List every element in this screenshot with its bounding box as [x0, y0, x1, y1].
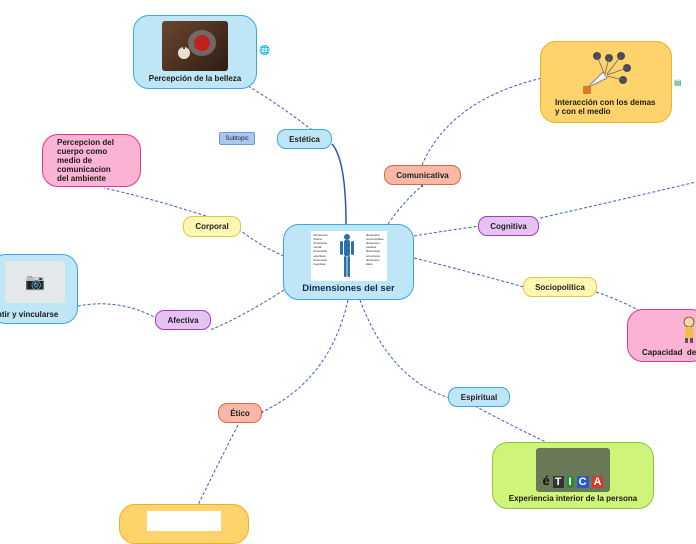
subtopic-node[interactable]: Subtopic	[219, 132, 255, 145]
apple-icon	[178, 30, 216, 59]
etica-letter-5: A	[591, 476, 604, 488]
apple-mirror-image	[162, 21, 228, 71]
camera-icon: 📷	[25, 274, 45, 291]
topic-cognitiva-label: Cognitiva	[490, 221, 527, 231]
sub-interaccion-label: Interacción con los demas y con el medio	[555, 98, 656, 116]
sub-percepcion-cuerpo[interactable]: Percepcion del cuerpo como medio de comu…	[42, 134, 141, 187]
topic-corporal-label: Corporal	[195, 222, 229, 231]
sub-capacidad-label: Capacidad de	[642, 348, 696, 357]
sub-sentir-label: ntir y vincularse	[0, 310, 59, 319]
globe-icon[interactable]: 🌐	[259, 45, 271, 55]
sub-percepcion-cuerpo-label: Percepcion del cuerpo como medio de comu…	[57, 138, 114, 183]
sub-experiencia-label: Experiencia interior de la persona	[508, 494, 638, 503]
image-placeholder: 📷	[5, 261, 65, 303]
sub-sentir-vincularse[interactable]: 📷 ntir y vincularse	[0, 254, 78, 324]
central-label: Dimensiones del ser	[302, 282, 395, 294]
topic-estetica[interactable]: Estética	[277, 129, 332, 149]
etica-image: é T I C A	[536, 448, 610, 492]
topic-espiritual-label: Espiritual	[460, 392, 498, 402]
subtopic-label: Subtopic	[225, 135, 249, 142]
megaphone-network-icon	[583, 52, 631, 94]
topic-comunicativa[interactable]: Comunicativa	[384, 165, 461, 185]
note-icon[interactable]: ▤	[674, 78, 682, 87]
sub-experiencia[interactable]: é T I C A Experiencia interior de la per…	[492, 442, 654, 509]
etica-letter-3: I	[566, 476, 574, 488]
topic-cognitiva[interactable]: Cognitiva	[478, 216, 539, 236]
topic-etico[interactable]: Ético	[218, 403, 262, 423]
topic-comunicativa-label: Comunicativa	[396, 170, 449, 180]
topic-estetica-label: Estética	[289, 134, 320, 144]
etica-letter-2: T	[552, 476, 564, 488]
sub-capacidad[interactable]: Capacidad de	[627, 309, 696, 362]
topic-etico-label: Ético	[230, 408, 250, 418]
topic-sociopolitica[interactable]: Sociopolítica	[523, 277, 597, 297]
etico-figures-image	[147, 511, 221, 531]
topic-corporal[interactable]: Corporal	[183, 216, 241, 237]
topic-afectiva-label: Afectiva	[167, 315, 199, 325]
etica-letter-1: é	[542, 473, 550, 488]
connector-lines	[77, 77, 696, 506]
topic-afectiva[interactable]: Afectiva	[155, 310, 211, 330]
sub-interaccion[interactable]: Interacción con los demas y con el medio	[540, 41, 672, 123]
topic-espiritual[interactable]: Espiritual	[448, 387, 510, 407]
sub-percepcion-belleza[interactable]: Percepción de la belleza	[133, 15, 257, 89]
sub-etico-image-node[interactable]	[119, 504, 249, 544]
human-body-icon	[339, 233, 354, 277]
topic-sociopolitica-label: Sociopolítica	[535, 282, 585, 292]
etica-letter-4: C	[576, 476, 589, 488]
child-figure-icon	[683, 316, 695, 343]
sub-percepcion-belleza-label: Percepción de la belleza	[148, 74, 242, 83]
